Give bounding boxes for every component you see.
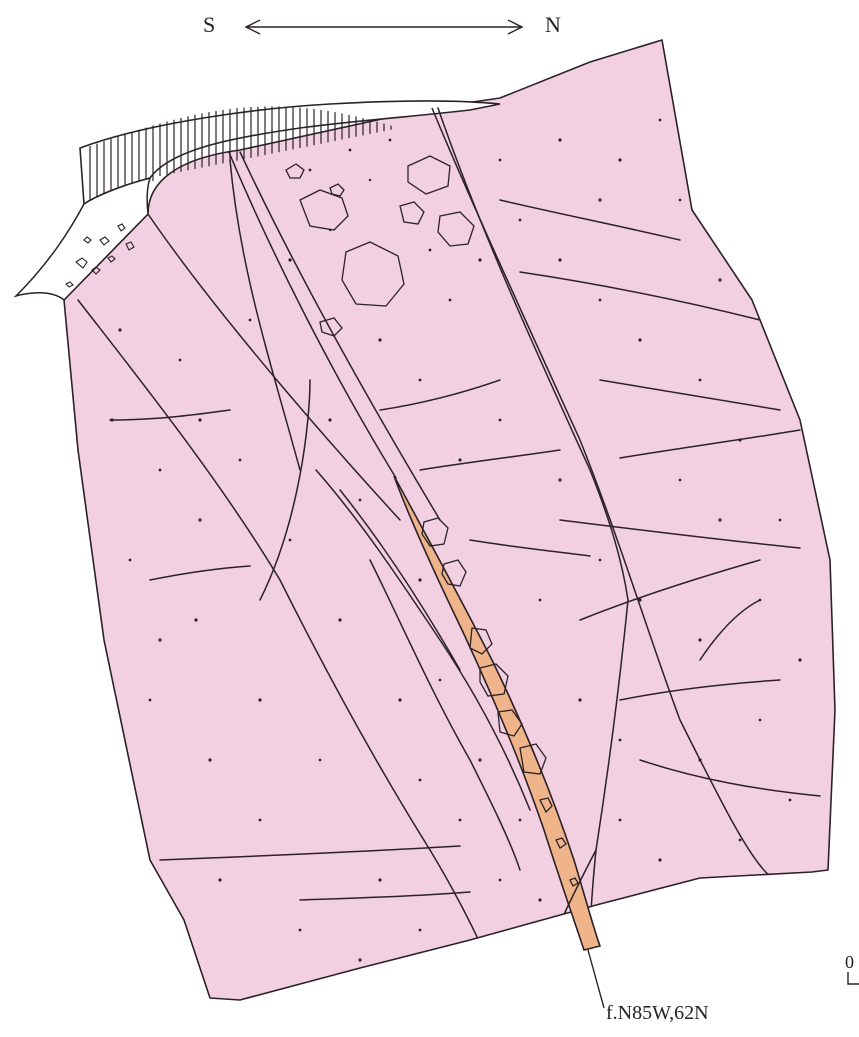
- scale-zero-label: 0: [845, 952, 854, 973]
- north-label: N: [545, 12, 561, 38]
- scale-bar: [848, 972, 859, 984]
- double-arrow-icon: [246, 20, 522, 34]
- fault-orientation-label: f.N85W,62N: [606, 1002, 709, 1025]
- south-label: S: [203, 12, 215, 38]
- fault-label-leader: [588, 950, 604, 1008]
